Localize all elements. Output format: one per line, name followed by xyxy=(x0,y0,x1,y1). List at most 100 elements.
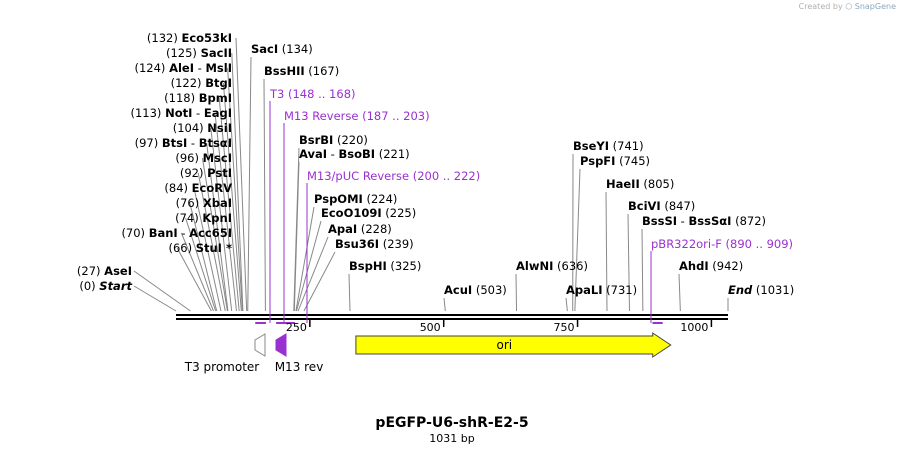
site-left-1-name: SacII xyxy=(201,46,232,60)
site-right-8-label: BspHI (325) xyxy=(349,259,421,273)
site-left-12-name: KpnI xyxy=(202,211,232,225)
site-left-8-position: (96) xyxy=(175,151,202,165)
site-right-9-position: (503) xyxy=(472,283,507,297)
ori-arrow[interactable] xyxy=(355,332,672,358)
site-right-14-position: (805) xyxy=(640,177,675,191)
site-leader-line xyxy=(348,273,351,312)
site-left-2-name: AleI xyxy=(169,61,194,75)
site-right-0-name: SacI xyxy=(251,42,278,56)
site-left-12-label: (74) KpnI xyxy=(175,211,232,225)
site-left-8-name: MscI xyxy=(203,151,232,165)
site-right-10 xyxy=(515,273,518,312)
primer-0: T3 (148 .. 168) xyxy=(255,87,356,324)
site-right-2-name: BsrBI xyxy=(299,133,333,147)
site-left-5-sep: - xyxy=(192,106,203,120)
site-right-4-name: PspOMI xyxy=(314,192,363,206)
site-right-17 xyxy=(678,273,681,312)
site-left-1 xyxy=(231,52,244,312)
site-right-4 xyxy=(295,206,315,312)
site-right-6 xyxy=(297,236,329,312)
site-left-15 xyxy=(133,270,191,312)
site-leader-line xyxy=(293,161,300,312)
site-right-1-name: BssHII xyxy=(264,64,305,78)
site-right-0-label: SacI (134) xyxy=(251,42,313,56)
site-left-12-position: (74) xyxy=(175,211,202,225)
site-left-5-label: (113) NotI - EagI xyxy=(130,106,232,120)
site-left-13-name2: Acc65I xyxy=(189,226,232,240)
site-left-6 xyxy=(210,127,233,312)
site-left-10 xyxy=(193,187,222,312)
site-left-9-label: (92) PstI xyxy=(180,166,232,180)
site-right-0-position: (134) xyxy=(278,42,313,56)
feature-arrow[interactable] xyxy=(254,333,266,357)
site-left-14-name: StuI xyxy=(196,241,222,255)
site-right-3 xyxy=(293,161,300,312)
site-right-1-position: (167) xyxy=(305,64,340,78)
site-left-9 xyxy=(197,172,226,312)
site-leader-line xyxy=(565,297,568,312)
site-leader-line xyxy=(295,220,322,312)
tick-250: 250 xyxy=(286,320,311,334)
primer-range: (200 .. 222) xyxy=(413,169,481,183)
site-right-1 xyxy=(263,78,266,312)
site-right-17-label: AhdI (942) xyxy=(679,259,743,273)
site-left-10-name: EcoRV xyxy=(192,181,232,195)
site-right-14-name: HaeII xyxy=(606,177,640,191)
tick-label: 750 xyxy=(554,321,575,334)
primer-name: pBR322ori-F xyxy=(651,237,726,251)
primer-name: M13/pUC Reverse xyxy=(307,169,413,183)
site-left-4-position: (118) xyxy=(164,91,199,105)
site-right-16-position: (872) xyxy=(731,214,766,228)
site-leader-line xyxy=(303,251,336,312)
site-leader-line xyxy=(295,206,315,312)
site-left-1-position: (125) xyxy=(166,46,201,60)
site-left-2 xyxy=(227,67,243,312)
site-left-14-suffix: * xyxy=(222,241,232,255)
dna-backbone xyxy=(176,314,728,320)
site-right-7-position: (239) xyxy=(379,237,414,251)
feature-ori[interactable]: ori xyxy=(355,332,672,358)
map-title: pEGFP-U6-shR-E2-5 xyxy=(375,415,528,431)
feature-m13-rev[interactable]: M13 rev xyxy=(275,333,324,374)
site-left-4-label: (118) BpmI xyxy=(164,91,232,105)
site-left-3-position: (122) xyxy=(171,76,206,90)
primer-label: M13/pUC Reverse (200 .. 222) xyxy=(307,169,480,183)
feature-arrow[interactable] xyxy=(275,333,287,357)
primer-name: T3 xyxy=(269,87,288,101)
site-leader-line xyxy=(263,78,266,312)
site-left-8 xyxy=(201,157,228,312)
site-leader-line xyxy=(235,37,248,312)
feature-t3-promoter[interactable]: T3 promoter xyxy=(184,333,266,374)
site-right-4-label: PspOMI (224) xyxy=(314,192,397,206)
site-right-12-position: (745) xyxy=(615,154,650,168)
site-right-8 xyxy=(348,273,351,312)
site-leader-line xyxy=(193,187,222,312)
site-right-3-sep: - xyxy=(327,147,338,161)
site-left-13 xyxy=(180,232,214,312)
site-left-5 xyxy=(214,112,237,312)
site-leader-line xyxy=(197,172,226,312)
site-right-14 xyxy=(605,191,608,312)
site-left-9-name: PstI xyxy=(207,166,232,180)
site-right-9 xyxy=(443,297,446,312)
site-left-15-name: AseI xyxy=(104,264,132,278)
site-leader-line xyxy=(605,191,608,312)
site-left-5-name: NotI xyxy=(165,106,192,120)
site-right-18-name: End xyxy=(728,283,753,297)
site-left-14 xyxy=(176,247,212,312)
primer-3: pBR322ori-F (890 .. 909) xyxy=(650,237,793,324)
site-right-6-name: ApaI xyxy=(328,222,357,236)
site-right-3-label: AvaI - BsoBI (221) xyxy=(299,147,410,161)
primer-label: pBR322ori-F (890 .. 909) xyxy=(651,237,793,251)
site-right-8-position: (325) xyxy=(387,259,422,273)
site-leader-line xyxy=(176,247,212,312)
site-left-6-position: (104) xyxy=(173,121,208,135)
site-left-13-name: BanI xyxy=(149,226,178,240)
tick-750: 750 xyxy=(554,320,579,334)
site-right-13 xyxy=(565,297,568,312)
site-leader-line xyxy=(133,285,177,312)
site-left-6-name: NsiI xyxy=(207,121,232,135)
tick-500: 500 xyxy=(420,320,445,334)
